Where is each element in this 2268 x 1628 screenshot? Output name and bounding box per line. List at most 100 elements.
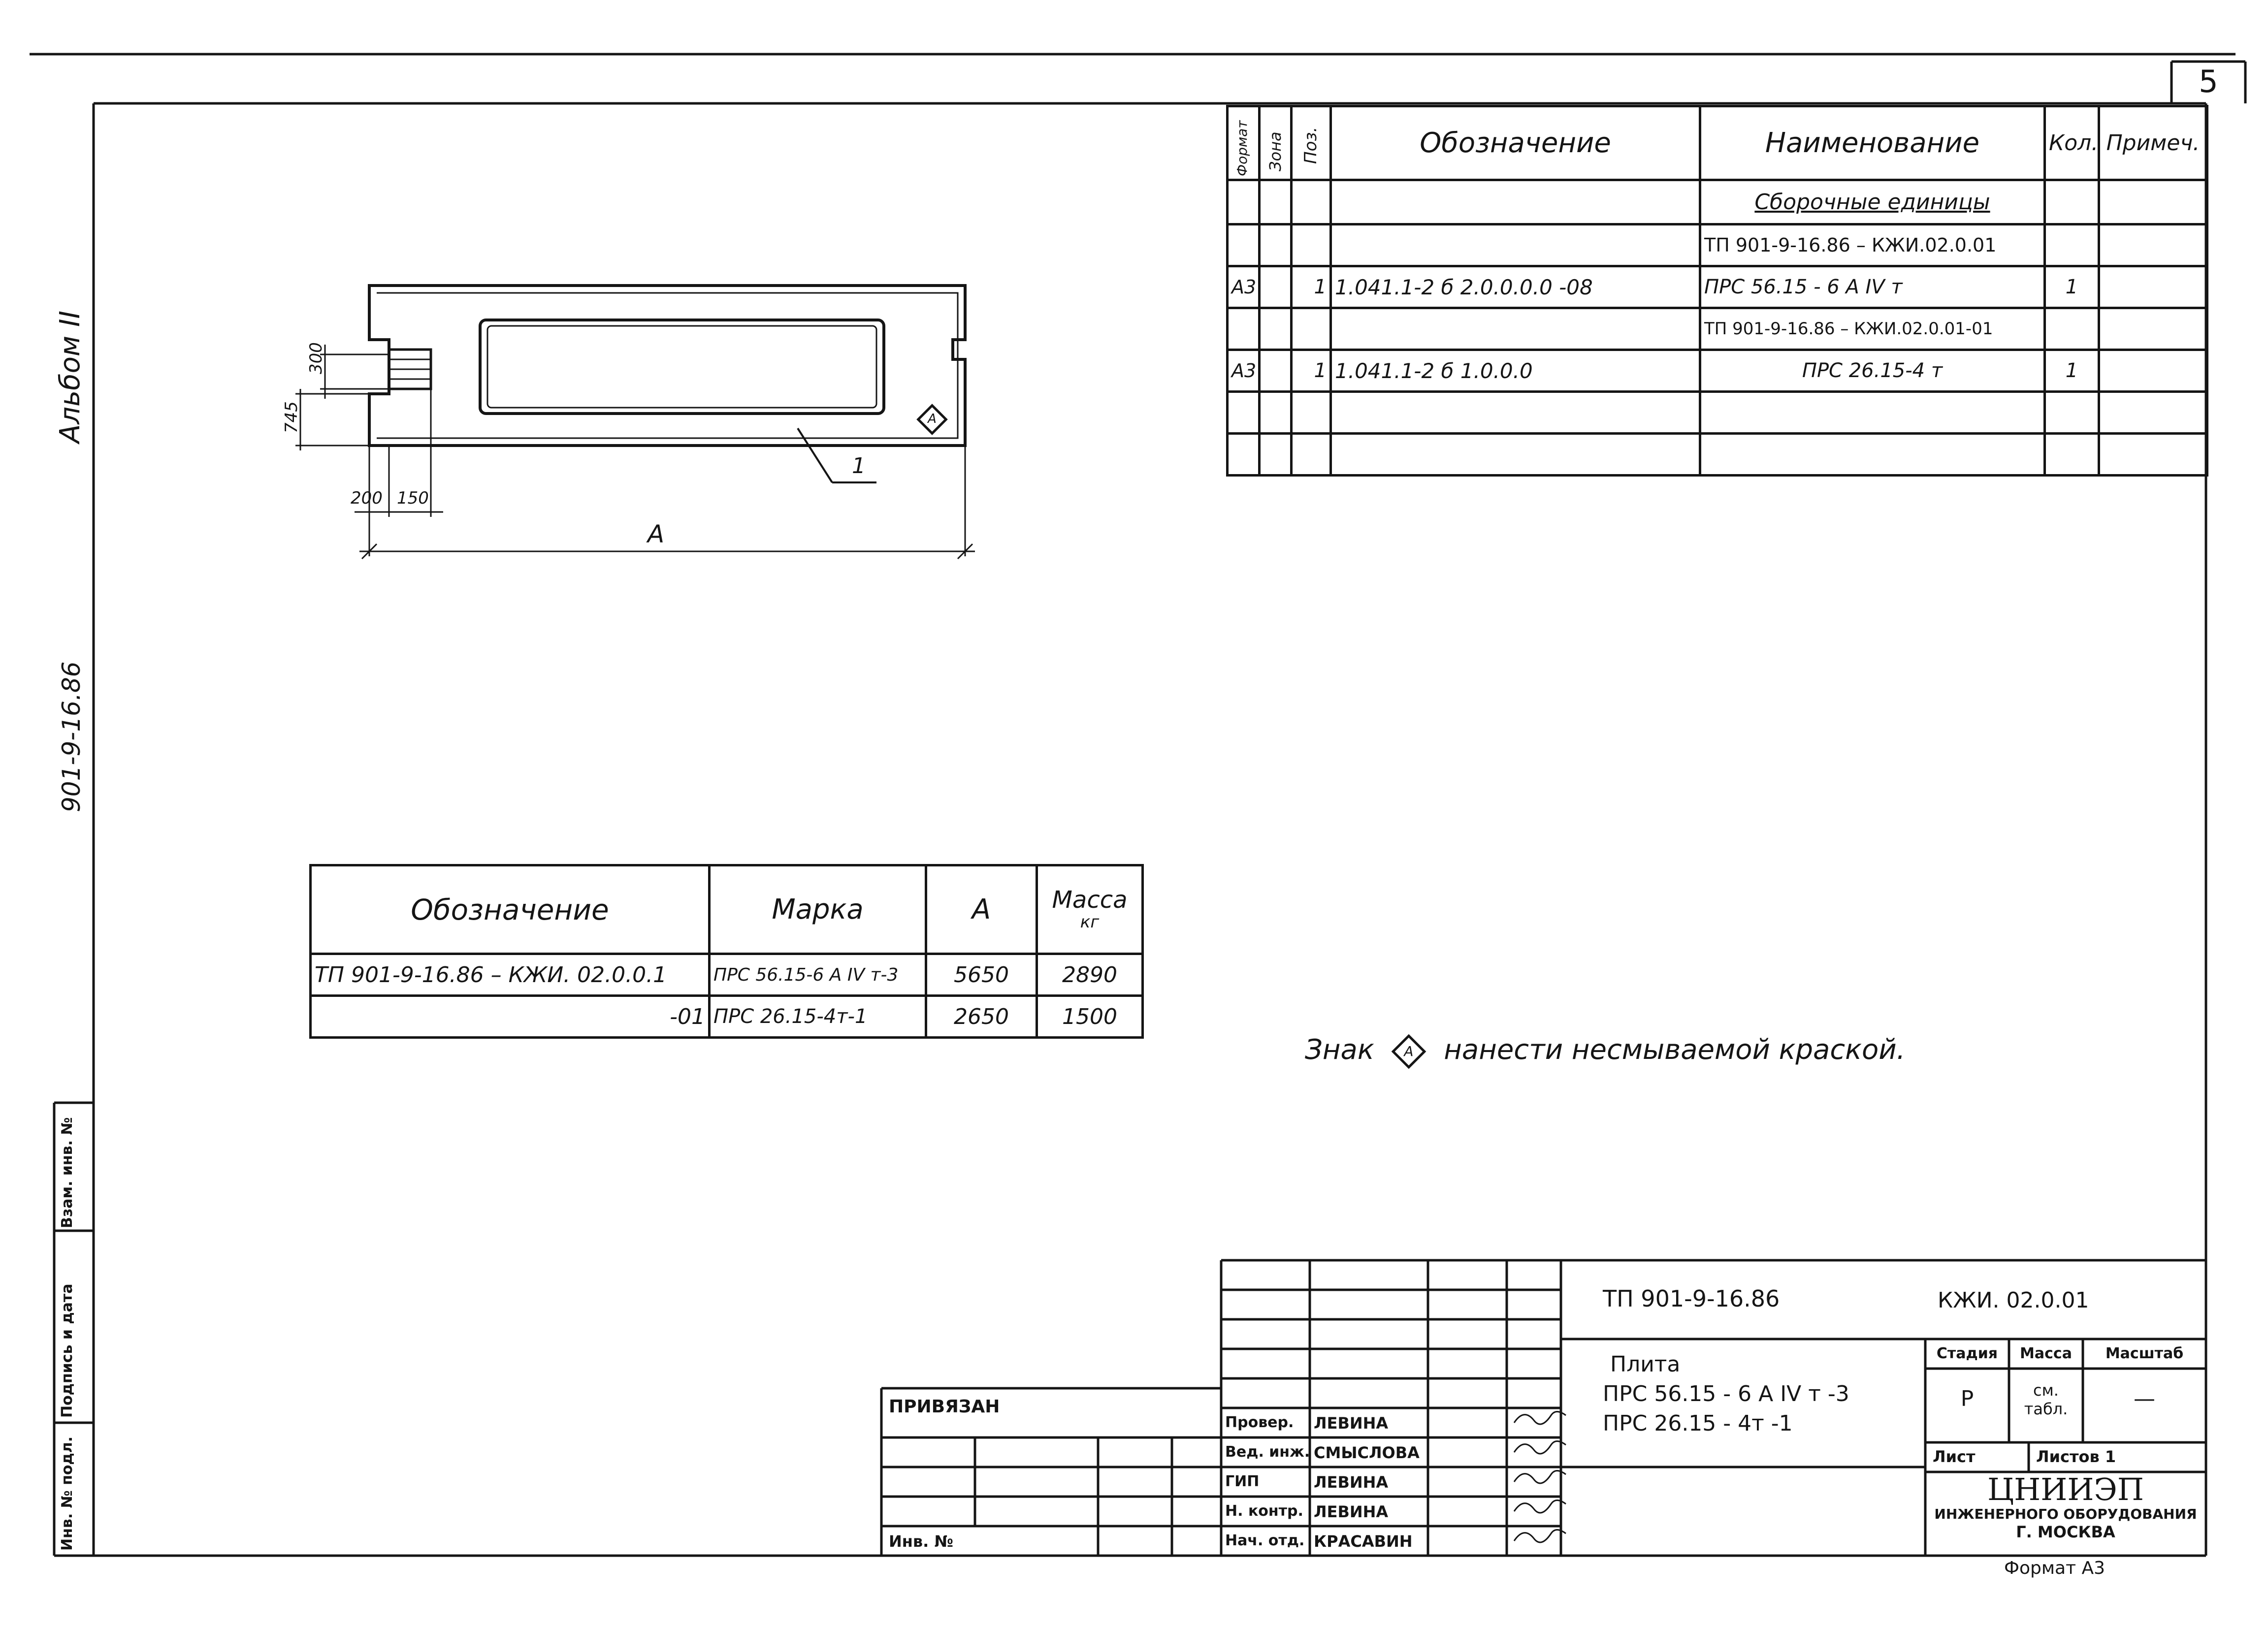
spec-section-title: Сборочные единицы <box>1754 190 1990 215</box>
spec-row: ТП 901-9-16.86 – КЖИ.02.0.01-01 <box>1226 307 2208 351</box>
variant-header-mark: Марка <box>708 864 927 955</box>
sig-name: Левина <box>1314 1502 1389 1521</box>
sig-role: Провер. <box>1225 1414 1294 1431</box>
sig-role: ГИП <box>1225 1473 1260 1490</box>
tb-project: ТП 901-9-16.86 <box>1603 1285 1780 1312</box>
spec-cell-qty <box>2043 307 2100 351</box>
spec-cell-pos <box>1290 223 1332 267</box>
spec-header-qty: Кол. <box>2043 105 2100 181</box>
spec-cell-pos: 1 <box>1290 265 1332 309</box>
sig-role: Нач. отд. <box>1225 1532 1305 1549</box>
tb-stage-value: Р <box>1960 1386 1974 1411</box>
spec-cell-qty <box>2043 223 2100 267</box>
spec-cell-name: ТП 901-9-16.86 – КЖИ.02.0.01 <box>1699 223 2046 267</box>
spec-cell-name: ПРС 26.15-4 т <box>1699 349 2046 393</box>
spec-cell-note <box>2098 179 2208 225</box>
tb-format: Формат А3 <box>2004 1558 2106 1578</box>
spec-cell-designation <box>1329 223 1701 267</box>
variant-header-mass-label: Масса <box>1052 886 1128 914</box>
sig-name: Смыслова <box>1314 1443 1420 1462</box>
spec-cell-designation: 1.041.1-2 б 2.0.0.0.0 -08 <box>1329 265 1701 309</box>
spec-cell-note <box>2098 390 2208 435</box>
variant-header-a: А <box>925 864 1038 955</box>
spec-cell-zone <box>1258 390 1293 435</box>
spec-row: А3 1 1.041.1-2 б 2.0.0.0.0 -08 ПРС 56.15… <box>1226 265 2208 309</box>
spec-cell-pos <box>1290 179 1332 225</box>
tb-scale-label: Масштаб <box>2105 1345 2184 1362</box>
tb-org-line2: инженерного оборудования <box>1934 1506 2197 1522</box>
tb-scale-value: — <box>2134 1386 2155 1411</box>
spec-cell-pos: 1 <box>1290 349 1332 393</box>
spec-cell-pos <box>1290 307 1332 351</box>
tb-org-name: ЦНИИЭП <box>1987 1471 2144 1507</box>
tb-sheets-label: Листов 1 <box>2036 1447 2116 1466</box>
variant-header-designation: Обозначение <box>309 864 711 955</box>
variant-header-mass: Масса кг <box>1036 864 1144 955</box>
spec-header-designation: Обозначение <box>1329 105 1701 181</box>
spec-cell-qty <box>2043 432 2100 477</box>
page-number: 5 <box>2199 64 2218 99</box>
variant-cell-mark: ПРС 26.15-4т-1 <box>708 994 927 1039</box>
variant-row: ТП 901-9-16.86 – КЖИ. 02.0.0.1 ПРС 56.15… <box>309 953 1144 997</box>
variant-row: -01 ПРС 26.15-4т-1 2650 1500 <box>309 994 1144 1039</box>
spec-cell-qty <box>2043 390 2100 435</box>
spec-cell-pos <box>1290 390 1332 435</box>
spec-cell-designation <box>1329 179 1701 225</box>
spec-cell-format <box>1226 307 1261 351</box>
dim-200: 200 <box>351 488 383 508</box>
spec-cell-designation: 1.041.1-2 б 1.0.0.0 <box>1329 349 1701 393</box>
spec-cell-name <box>1699 390 2046 435</box>
tb-mass-label: Масса <box>2020 1345 2072 1362</box>
spec-cell-format <box>1226 432 1261 477</box>
spec-cell-designation <box>1329 307 1701 351</box>
sig-role: Н. контр. <box>1225 1502 1303 1520</box>
spec-row: Сборочные единицы <box>1226 179 2208 225</box>
spec-cell-name: ТП 901-9-16.86 – КЖИ.02.0.01-01 <box>1699 307 2046 351</box>
marking-note-before: Знак <box>1305 1034 1374 1066</box>
spec-row: А3 1 1.041.1-2 б 1.0.0.0 ПРС 26.15-4 т 1 <box>1226 349 2208 393</box>
tb-linked-label: Привязан <box>889 1397 1000 1417</box>
variant-cell-mark: ПРС 56.15-6 А IV т-3 <box>708 953 927 997</box>
variant-cell-a: 2650 <box>925 994 1038 1039</box>
spec-header-name: Наименование <box>1699 105 2046 181</box>
spec-cell-name <box>1699 432 2046 477</box>
spec-row: ТП 901-9-16.86 – КЖИ.02.0.01 <box>1226 223 2208 267</box>
spec-cell-designation <box>1329 390 1701 435</box>
variant-cell-designation: -01 <box>309 994 711 1039</box>
spec-cell-zone <box>1258 349 1293 393</box>
spec-cell-name: ПРС 56.15 - 6 А IV т <box>1699 265 2046 309</box>
spec-cell-zone <box>1258 265 1293 309</box>
spec-cell-format <box>1226 179 1261 225</box>
spec-cell-zone <box>1258 307 1293 351</box>
variant-table: Обозначение Марка А Масса кг ТП 901-9-16… <box>309 864 1144 1039</box>
spec-cell-qty: 1 <box>2043 349 2100 393</box>
variant-cell-mass: 2890 <box>1036 953 1144 997</box>
tb-mass-value: см. табл. <box>2024 1381 2068 1419</box>
spec-row <box>1226 390 2208 435</box>
sig-name: Красавин <box>1314 1532 1413 1551</box>
spec-cell-note <box>2098 432 2208 477</box>
spec-cell-format: А3 <box>1226 349 1261 393</box>
spec-cell-note <box>2098 223 2208 267</box>
marking-note: Знак А нанести несмываемой краской. <box>1305 1034 1905 1069</box>
spec-cell-designation <box>1329 432 1701 477</box>
spec-header-pos: Поз. <box>1290 105 1332 181</box>
variant-header-mass-unit: кг <box>1080 912 1100 932</box>
spec-cell-qty <box>2043 179 2100 225</box>
dim-length-a: А <box>648 520 665 548</box>
tb-title-1: Плита <box>1610 1352 1681 1377</box>
tb-sheet-label: Лист <box>1933 1447 1976 1466</box>
spec-cell-zone <box>1258 223 1293 267</box>
spec-cell-note <box>2098 265 2208 309</box>
spec-row <box>1226 432 2208 477</box>
sig-name: Левина <box>1314 1473 1389 1492</box>
spec-header-zone: Зона <box>1258 105 1293 181</box>
tb-stage-label: Стадия <box>1936 1345 1998 1362</box>
variant-cell-mass: 1500 <box>1036 994 1144 1039</box>
tb-inv-label: Инв. № <box>889 1532 953 1551</box>
tb-title-2: ПРС 56.15 - 6 А IV т -3 <box>1603 1381 1849 1406</box>
marking-symbol-letter: А <box>928 412 937 426</box>
spec-header-row: Формат Зона Поз. Обозначение Наименовани… <box>1226 105 2208 181</box>
